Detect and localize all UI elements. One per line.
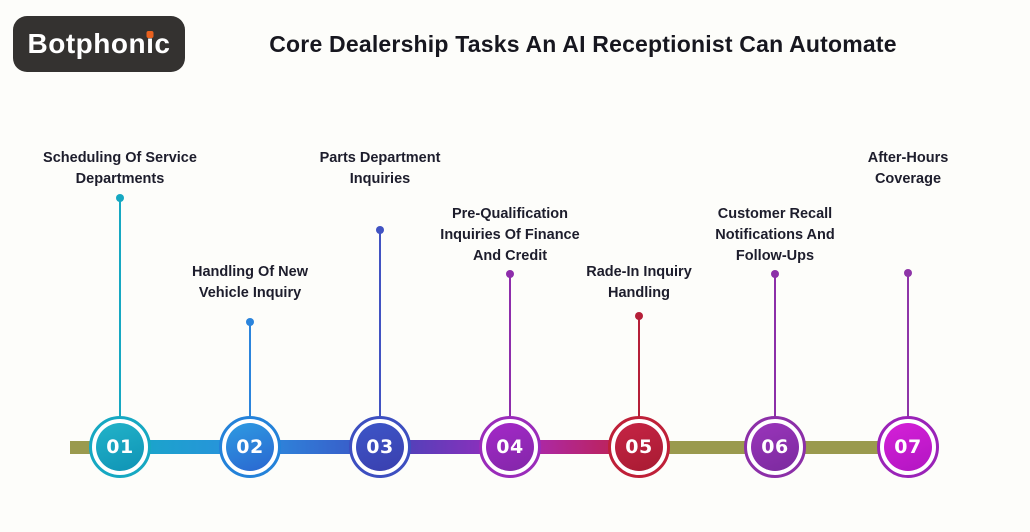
milestone-number: 01 xyxy=(106,436,134,458)
stem-dot xyxy=(635,312,643,320)
milestone-label: Handling Of New Vehicle Inquiry xyxy=(192,264,308,302)
connector-04-05 xyxy=(510,440,639,454)
milestone-circle: 07 xyxy=(877,416,939,478)
milestone-number: 02 xyxy=(236,436,264,458)
milestone-circle: 02 xyxy=(219,416,281,478)
connector-01-02 xyxy=(120,440,250,454)
milestone-circle: 04 xyxy=(479,416,541,478)
milestone-label: Customer Recall Notifications And Follow… xyxy=(715,206,835,265)
milestone-number: 04 xyxy=(496,436,524,458)
logo-letter-i: ı xyxy=(146,28,155,59)
connector-02-03 xyxy=(250,440,380,454)
stem-dot xyxy=(904,269,912,277)
stem-dot xyxy=(116,194,124,202)
milestone-label: Rade-In Inquiry Handling xyxy=(586,264,692,302)
milestone-number: 05 xyxy=(625,436,653,458)
stem-dot xyxy=(506,270,514,278)
stem-line xyxy=(638,316,640,419)
milestone-label: Scheduling Of Service Departments xyxy=(43,150,197,188)
stem-line xyxy=(379,230,381,419)
stem-line xyxy=(249,322,251,419)
logo-text-part3: c xyxy=(154,28,171,59)
milestone-label: After-Hours Coverage xyxy=(867,150,949,188)
stem-dot xyxy=(771,270,779,278)
stem-line xyxy=(509,274,511,419)
logo-text-part1: Botphon xyxy=(27,28,147,59)
milestone-label: Parts Department Inquiries xyxy=(319,150,441,188)
logo-i-dot xyxy=(146,31,154,38)
milestone-number: 03 xyxy=(366,436,394,458)
milestone-circle: 06 xyxy=(744,416,806,478)
stem-line xyxy=(774,274,776,419)
milestone-number: 07 xyxy=(894,436,922,458)
stem-dot xyxy=(376,226,384,234)
stem-line xyxy=(119,198,121,419)
stem-dot xyxy=(246,318,254,326)
page-title: Core Dealership Tasks An AI Receptionist… xyxy=(269,31,897,57)
connector-03-04 xyxy=(380,440,510,454)
milestone-circle: 01 xyxy=(89,416,151,478)
stem-line xyxy=(907,273,909,419)
milestone-label: Pre-Qualification Inquiries Of Finance A… xyxy=(440,206,580,265)
milestone-circle: 03 xyxy=(349,416,411,478)
milestone-circle: 05 xyxy=(608,416,670,478)
milestone-number: 06 xyxy=(761,436,789,458)
